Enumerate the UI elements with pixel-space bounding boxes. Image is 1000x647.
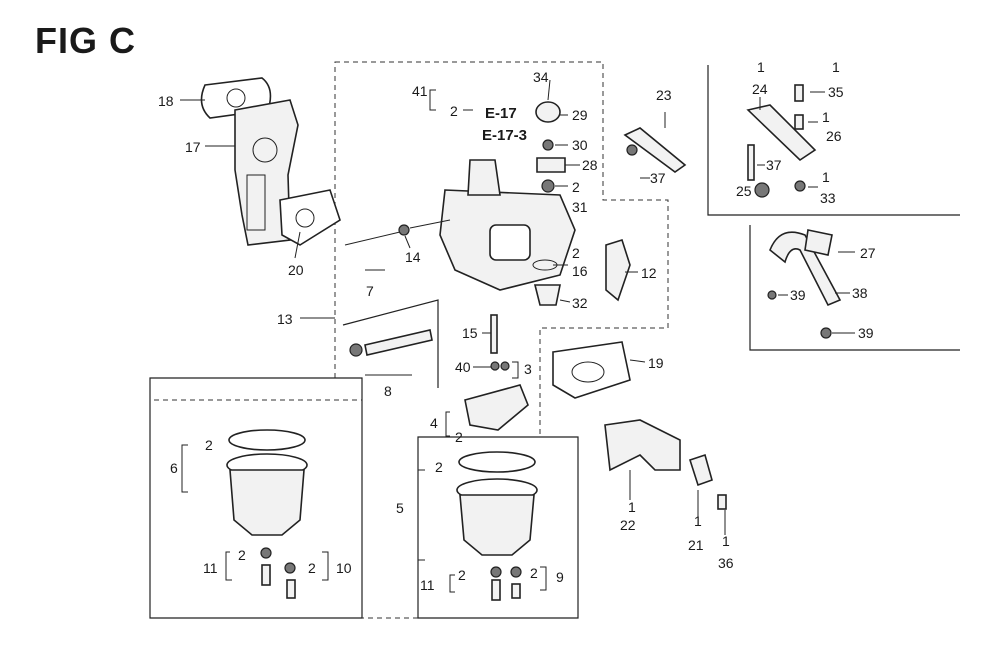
part-drawings [200,77,842,601]
callout-29[interactable]: 29 [572,107,588,123]
callout-23[interactable]: 23 [656,87,672,103]
callout-2-b[interactable]: 2 [572,179,580,195]
callout-37-b[interactable]: 37 [766,157,782,173]
callout-2-c[interactable]: 2 [572,245,580,261]
part-callouts: 18 17 20 14 7 13 8 41 2 34 29 30 28 2 31… [158,59,876,593]
callout-5[interactable]: 5 [396,500,404,516]
callout-35[interactable]: 35 [828,84,844,100]
callout-11-b[interactable]: 11 [420,577,435,593]
callout-38[interactable]: 38 [852,285,868,301]
callout-15[interactable]: 15 [462,325,478,341]
callout-1-d[interactable]: 1 [757,59,765,75]
callout-17[interactable]: 17 [185,139,201,155]
callout-2-i[interactable]: 2 [458,567,466,583]
callout-33[interactable]: 33 [820,190,836,206]
callout-34[interactable]: 34 [533,69,549,85]
callout-1-g[interactable]: 1 [822,169,830,185]
callout-41[interactable]: 41 [412,83,428,99]
callout-40[interactable]: 40 [455,359,471,375]
callout-1-a[interactable]: 1 [628,499,636,515]
callout-9[interactable]: 9 [556,569,564,585]
callout-2-d[interactable]: 2 [455,429,463,445]
callout-16[interactable]: 16 [572,263,588,279]
callout-24[interactable]: 24 [752,81,768,97]
callout-22[interactable]: 22 [620,517,636,533]
gasket-20-shape [279,189,341,246]
callout-14[interactable]: 14 [405,249,421,265]
callout-39-a[interactable]: 39 [790,287,806,303]
callout-13[interactable]: 13 [277,311,293,327]
callout-2-j[interactable]: 2 [530,565,538,581]
callout-37-a[interactable]: 37 [650,170,666,186]
callout-20[interactable]: 20 [288,262,304,278]
callout-28[interactable]: 28 [582,157,598,173]
callout-1-f[interactable]: 1 [822,109,830,125]
callout-30[interactable]: 30 [572,137,588,153]
leader-lines [180,79,855,593]
callout-8[interactable]: 8 [384,383,392,399]
callout-2-a[interactable]: 2 [450,103,458,119]
callout-39-b[interactable]: 39 [858,325,874,341]
callout-2-e[interactable]: 2 [205,437,213,453]
callout-6[interactable]: 6 [170,460,178,476]
callout-36[interactable]: 36 [718,555,734,571]
callout-25[interactable]: 25 [736,183,752,199]
callout-11-a[interactable]: 11 [203,560,218,576]
callout-10[interactable]: 10 [336,560,352,576]
reference-e17: E-17 [485,105,517,122]
callout-12[interactable]: 12 [641,265,657,281]
callout-1-b[interactable]: 1 [694,513,702,529]
callout-19[interactable]: 19 [648,355,664,371]
callout-18[interactable]: 18 [158,93,174,109]
callout-2-h[interactable]: 2 [435,459,443,475]
callout-1-e[interactable]: 1 [832,59,840,75]
reference-e17-3: E-17-3 [482,127,527,144]
callout-21[interactable]: 21 [688,537,704,553]
reference-codes: E-17 E-17-3 [482,105,527,144]
callout-31[interactable]: 31 [572,199,588,215]
callout-1-c[interactable]: 1 [722,533,730,549]
callout-26[interactable]: 26 [826,128,842,144]
callout-7[interactable]: 7 [366,283,374,299]
callout-2-g[interactable]: 2 [308,560,316,576]
callout-4[interactable]: 4 [430,415,438,431]
callout-32[interactable]: 32 [572,295,588,311]
figure-title: FIG C [35,20,136,61]
callout-3[interactable]: 3 [524,361,532,377]
callout-27[interactable]: 27 [860,245,876,261]
callout-2-f[interactable]: 2 [238,547,246,563]
